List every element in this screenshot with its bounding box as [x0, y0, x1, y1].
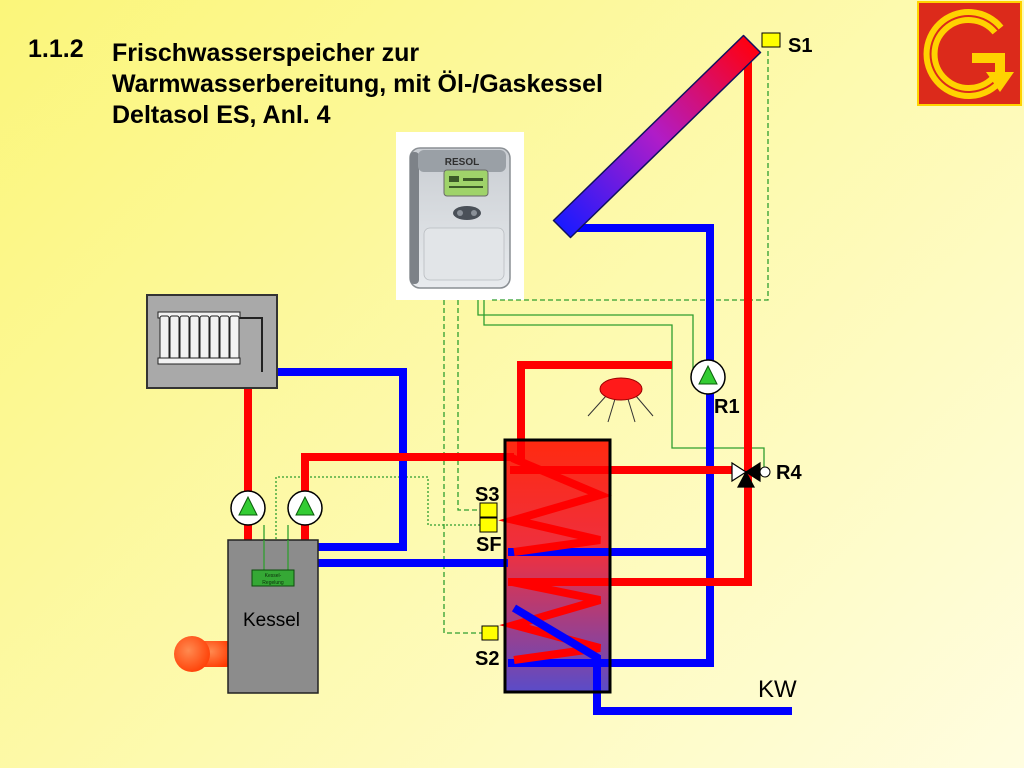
radiator-fin: [189, 315, 200, 361]
pump-icon: [690, 359, 726, 395]
temperature-sensor-icon: [761, 32, 781, 48]
wire-pump-r1: [477, 300, 694, 370]
boiler-label: Kessel: [243, 610, 300, 631]
sensor-s1-label: S1: [788, 35, 812, 57]
sensor-s3-label: S3: [475, 484, 499, 506]
controller-display: [443, 169, 489, 197]
controller-top-panel: [418, 150, 506, 172]
boiler-control-box: [251, 569, 295, 587]
wire-sensor-s1: [492, 48, 769, 301]
wire-sensor-s2: [443, 300, 482, 634]
sensor-s2-icon: [481, 625, 499, 641]
controller-icon: RESOL: [396, 132, 524, 300]
sensor-sf-label: SF: [476, 534, 502, 556]
pump-r1-label: R1: [714, 396, 740, 418]
solar-collector-icon: [552, 34, 762, 239]
wire-sensor-sf-boiler: [275, 476, 480, 570]
controller-display-line: [449, 186, 483, 188]
pump-icon: [230, 490, 266, 526]
shower-spray-3: [627, 398, 636, 423]
controller-display-symbol: [449, 176, 459, 182]
boiler-control-label-1: Kessel-: [265, 573, 282, 579]
boiler-control-label-2: Regelung: [262, 580, 284, 586]
wire-valve-r4: [483, 300, 765, 467]
shower-spray-4: [635, 395, 654, 417]
radiator-fin: [199, 315, 210, 361]
radiator-fin: [209, 315, 220, 361]
logo-arrow-head: [986, 72, 1014, 92]
valve-bottom-port: [737, 470, 755, 488]
heating-pump-symbol: [238, 495, 258, 516]
radiator-fin: [179, 315, 190, 361]
controller-side-edge: [410, 152, 419, 284]
valve-r4-label: R4: [776, 462, 802, 484]
storage-tank-outline: [503, 438, 612, 694]
controller-button-left: [457, 210, 463, 216]
radiator-icon: [146, 294, 278, 389]
valve-actuator: [759, 466, 771, 478]
radiator-fin: [219, 315, 230, 361]
tank-charging-pump-symbol: [295, 495, 315, 516]
slide-title-line-3: Deltasol ES, Anl. 4: [112, 101, 331, 129]
burner-fan: [174, 636, 210, 672]
controller-brand: RESOL: [445, 157, 479, 168]
solar-pump-symbol: [698, 364, 718, 385]
sensor-s2-label: S2: [475, 648, 499, 670]
controller-display-readout: [463, 178, 483, 181]
boiler-body: [227, 539, 319, 694]
boiler-icon: Kessel- Regelung: [227, 539, 319, 694]
shower-icon: [587, 377, 654, 423]
shower-head: [599, 377, 643, 401]
lower-heat-exchanger-coil: [499, 578, 602, 664]
lower-coil-return-segment: [511, 604, 601, 662]
radiator-connection-line: [238, 317, 263, 372]
company-logo-icon: [917, 1, 1022, 106]
logo-g-arc-inner-line: [929, 15, 999, 93]
hot-water-to-tap-pipe: [517, 361, 672, 462]
controller-terminal-cover: [423, 227, 505, 281]
burner-icon: [174, 636, 230, 672]
solar-flow-pipe: [508, 48, 752, 586]
radiator-fin: [229, 315, 240, 361]
sensor-sf-icon: [479, 517, 498, 533]
slide-title-line-2: Warmwasserbereitung, mit Öl-/Gaskessel: [112, 69, 603, 98]
valve-left-port: [731, 461, 748, 483]
sensor-s3-icon: [479, 502, 498, 518]
radiator-fin: [159, 315, 170, 361]
wire-sensor-s3: [457, 300, 480, 511]
controller-button-pad: [453, 206, 481, 220]
cold-water-label: KW: [758, 676, 797, 703]
pump-icon: [287, 490, 323, 526]
controller-button-right: [471, 210, 477, 216]
radiator-fin: [169, 315, 180, 361]
radiator-bottom-header: [157, 357, 241, 365]
slide-title-line-1: Frischwasserspeicher zur: [112, 39, 419, 67]
three-way-valve-icon: [731, 461, 771, 488]
cold-water-inlet-pipe: [593, 655, 792, 715]
upper-heat-exchanger-coil: [498, 454, 612, 556]
logo-g-crossbar: [972, 53, 1005, 74]
shower-spray-1: [587, 395, 607, 417]
slide-number: 1.1.2: [28, 35, 84, 63]
shower-spray-2: [607, 398, 616, 423]
